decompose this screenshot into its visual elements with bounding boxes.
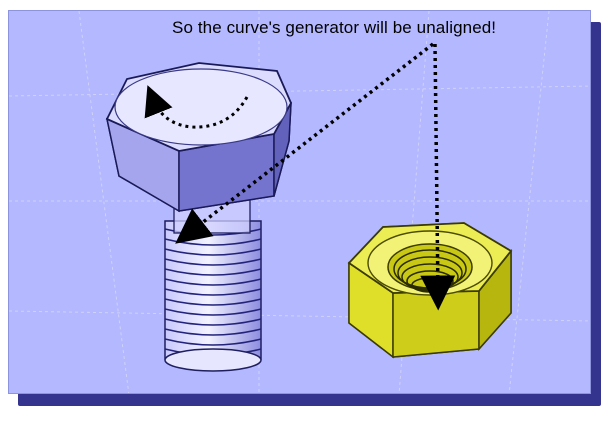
hex-nut-icon[interactable]	[347, 222, 513, 359]
floor-grid	[9, 11, 590, 393]
annotation-caption: So the curve's generator will be unalign…	[172, 18, 497, 37]
dotted-arrow-icon	[175, 42, 456, 311]
viewport-3d[interactable]: So the curve's generator will be unalign…	[8, 10, 591, 394]
bolt-shank	[164, 220, 262, 372]
hex-bolt-icon[interactable]	[105, 62, 293, 372]
scene-canvas[interactable]	[9, 11, 591, 394]
bolt-head	[105, 62, 293, 213]
